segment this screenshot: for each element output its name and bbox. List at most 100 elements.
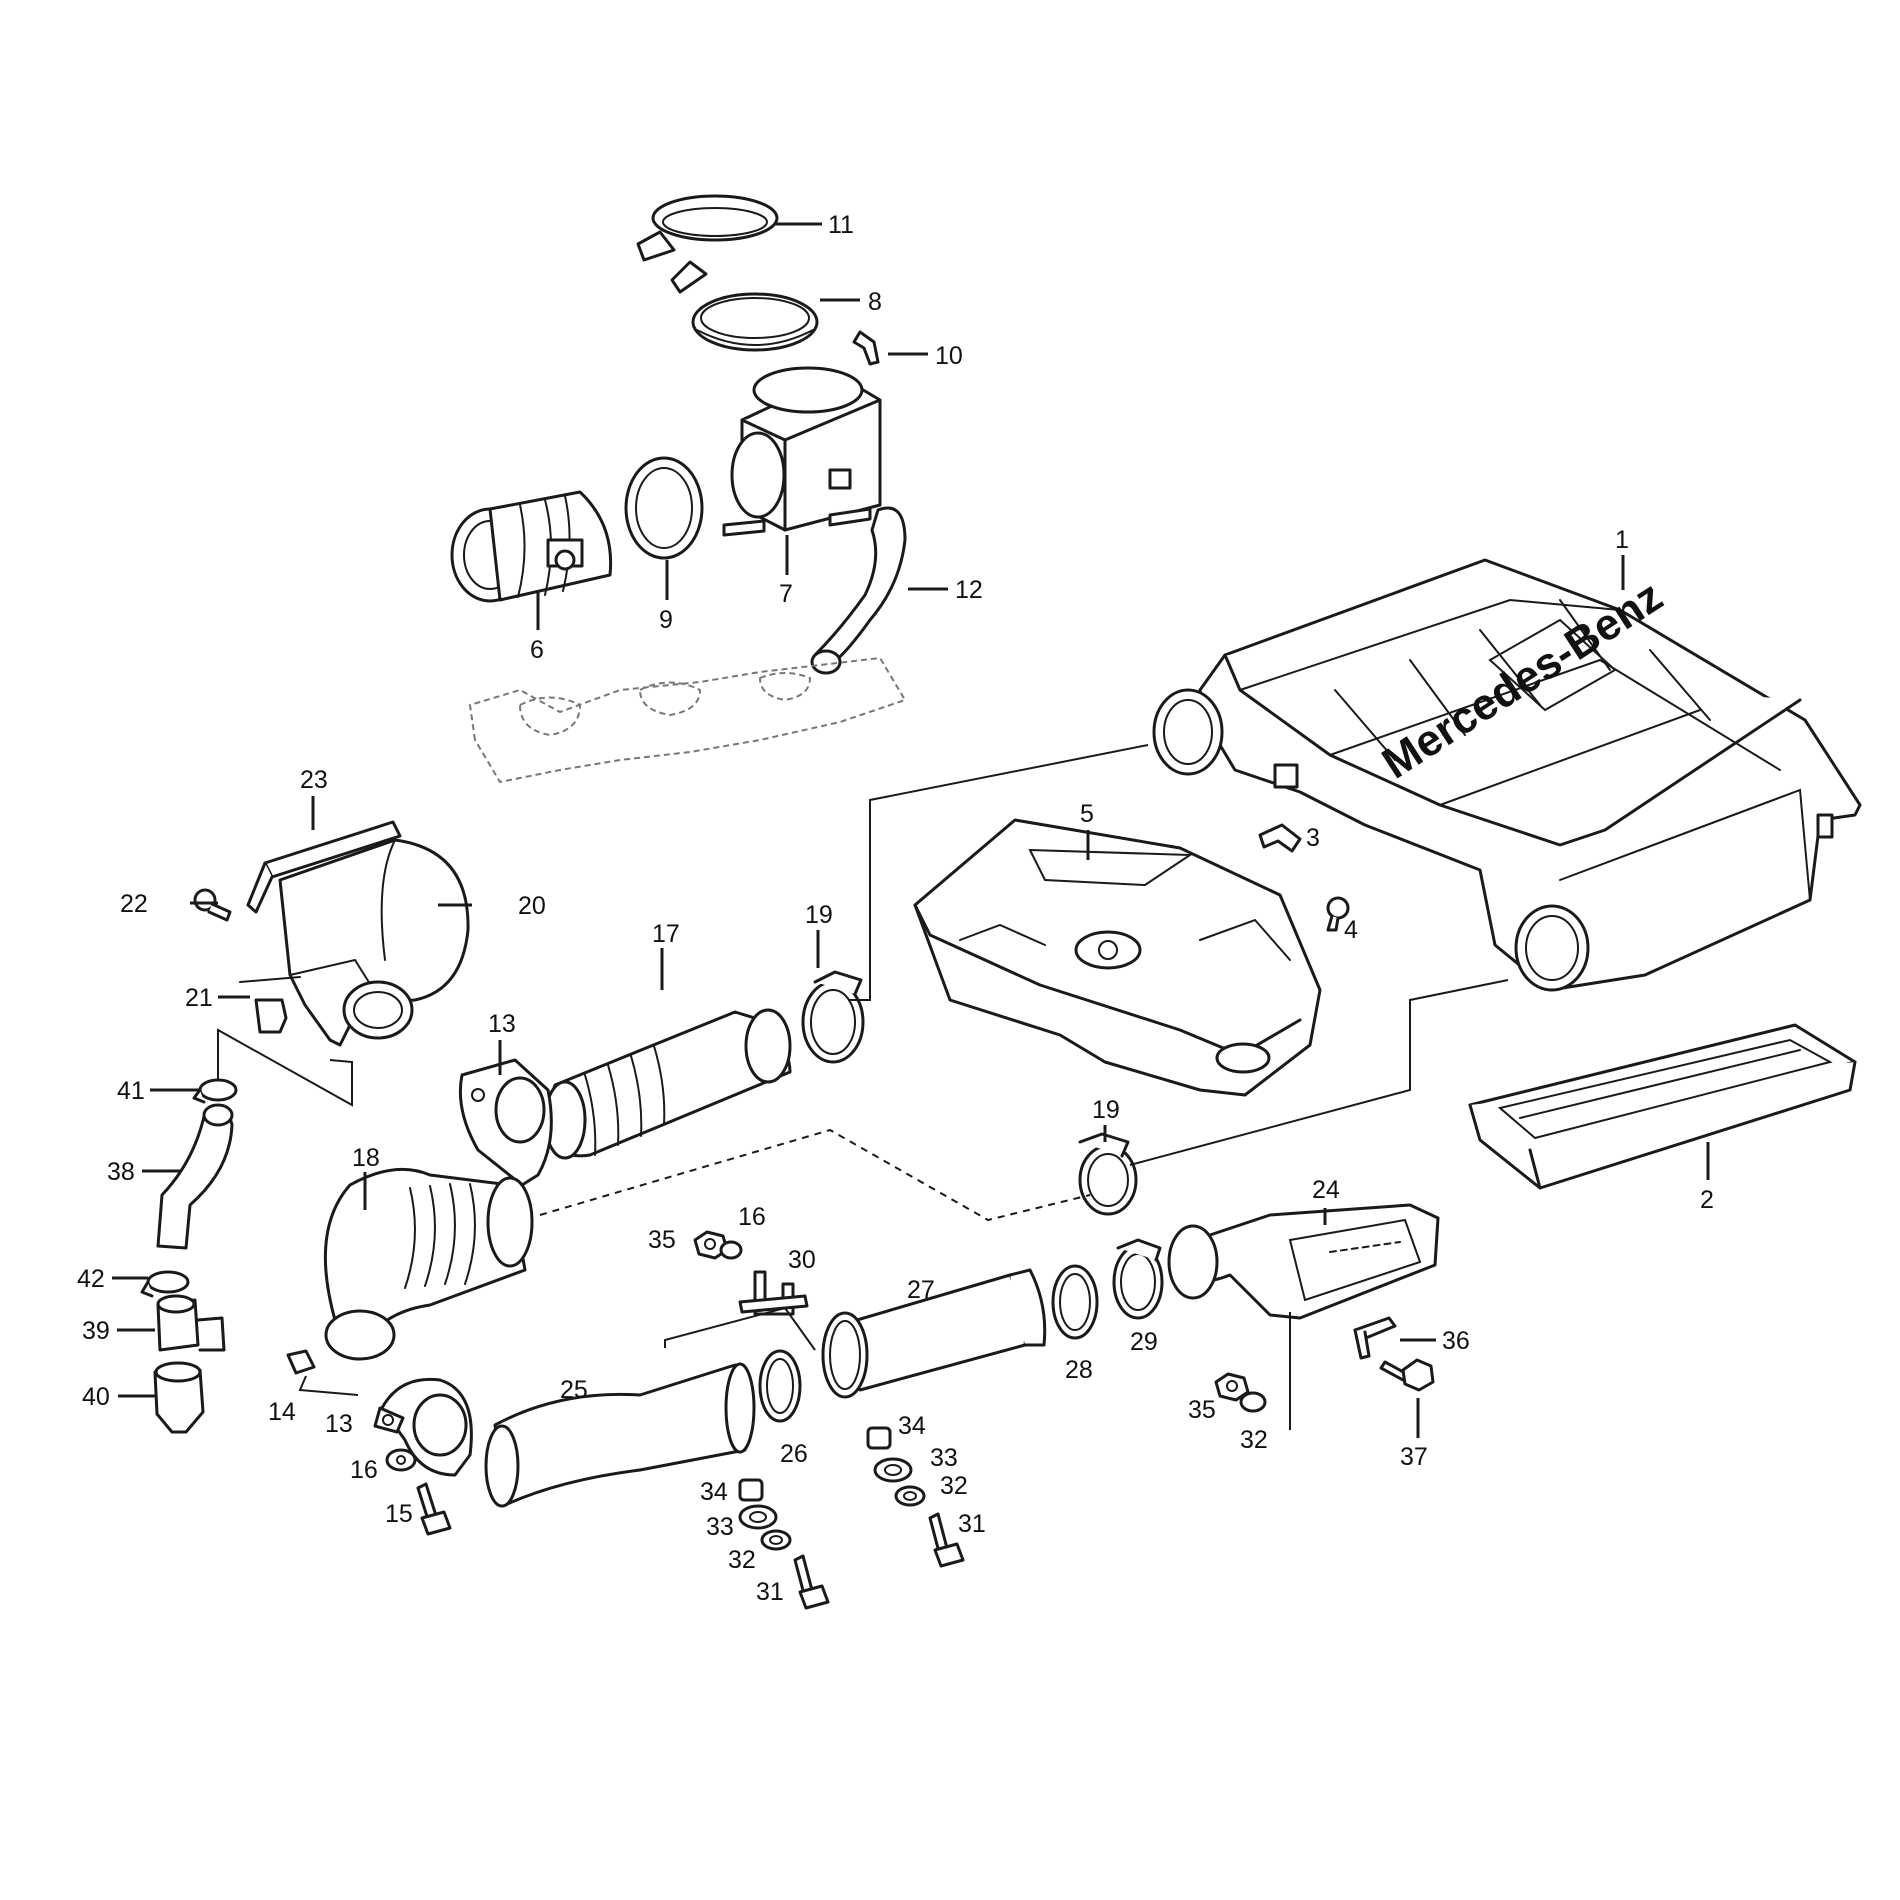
callout-33-left: 33: [706, 1513, 734, 1541]
screw-part-4: [1326, 896, 1350, 932]
air-filter-housing-part-1: Mercedes-Benz: [1152, 558, 1862, 992]
washer-part-16-lower: [385, 1448, 417, 1472]
washer-part-33-left: [738, 1504, 778, 1530]
engine-outline-ghost: [468, 656, 907, 784]
air-housing-part-7: [722, 366, 882, 537]
clamp-part-42: [140, 1270, 190, 1298]
callout-15: 15: [385, 1500, 413, 1528]
callout-19-lower: 19: [1092, 1096, 1120, 1124]
valve-part-40: [153, 1361, 205, 1434]
callout-23: 23: [300, 766, 328, 794]
callout-26: 26: [780, 1440, 808, 1468]
callout-40: 40: [82, 1383, 110, 1411]
duct-part-27: [821, 1268, 1047, 1399]
callout-9: 9: [659, 606, 673, 634]
callout-3: 3: [1306, 824, 1320, 852]
bolt-part-31-left: [793, 1554, 830, 1610]
filter-cover-part-5: [913, 818, 1322, 1097]
bushing-part-34-left: [738, 1478, 764, 1502]
filter-element-part-2: [1468, 1023, 1857, 1190]
callout-25: 25: [560, 1376, 588, 1404]
callout-41: 41: [117, 1077, 145, 1105]
clip-part-14: [286, 1349, 316, 1375]
clamp-ring-part-8: [691, 292, 819, 352]
clip-part-3: [1258, 823, 1302, 853]
leader-lines: [112, 222, 1710, 1438]
callout-38: 38: [107, 1158, 135, 1186]
nut-part-35-lower: [1214, 1372, 1250, 1402]
callout-5: 5: [1080, 800, 1094, 828]
callout-27: 27: [907, 1276, 935, 1304]
callout-34-left: 34: [700, 1478, 728, 1506]
washer-part-33-right: [873, 1457, 913, 1483]
bolt-part-37: [1379, 1358, 1435, 1392]
callout-22: 22: [120, 890, 148, 918]
callout-6: 6: [530, 636, 544, 664]
callout-13-lower: 13: [325, 1410, 353, 1438]
mounting-flange-part-13-upper: [458, 1058, 553, 1187]
callout-28: 28: [1065, 1356, 1093, 1384]
callout-13-upper: 13: [488, 1010, 516, 1038]
bracket-part-39: [156, 1294, 226, 1352]
association-lines: [217, 744, 1509, 1430]
mounting-flange-part-13-lower: [373, 1377, 473, 1477]
callout-37: 37: [1400, 1443, 1428, 1471]
callout-29: 29: [1130, 1328, 1158, 1356]
callout-14: 14: [268, 1398, 296, 1426]
callout-20: 20: [518, 892, 546, 920]
callout-1: 1: [1615, 526, 1629, 554]
elbow-duct-part-18: [323, 1167, 534, 1361]
callout-4: 4: [1344, 916, 1358, 944]
callout-32-left: 32: [728, 1546, 756, 1574]
callout-30: 30: [788, 1246, 816, 1274]
callout-31-left: 31: [756, 1578, 784, 1606]
callout-2: 2: [1700, 1186, 1714, 1214]
callout-8: 8: [868, 288, 882, 316]
clamp-part-19-lower: [1078, 1132, 1138, 1216]
callout-21: 21: [185, 984, 213, 1012]
washer-part-32-lower-right: [1239, 1391, 1267, 1413]
clamp-ring-part-9: [624, 456, 704, 560]
clip-part-21: [239, 976, 301, 1034]
bracket-part-36: [1353, 1316, 1397, 1360]
callout-32-right: 32: [940, 1472, 968, 1500]
callout-31-right: 31: [958, 1510, 986, 1538]
washer-part-16-upper: [719, 1240, 743, 1260]
callout-36: 36: [1442, 1327, 1470, 1355]
callout-16-upper: 16: [738, 1203, 766, 1231]
callout-35-upper: 35: [648, 1226, 676, 1254]
clip-part-10: [852, 330, 880, 366]
callout-labels: 11 8 10 6 9 7 12 1 5 3 4 23 22 20 21 17 …: [77, 211, 1714, 1606]
duct-part-25: [484, 1362, 756, 1508]
hose-part-38: [156, 1103, 234, 1250]
hose-part-12: [810, 506, 907, 675]
intake-duct-part-20: [278, 838, 470, 1047]
callout-35-lower: 35: [1188, 1396, 1216, 1424]
callout-16-lower: 16: [350, 1456, 378, 1484]
bolt-part-15: [416, 1482, 452, 1536]
callout-17: 17: [652, 920, 680, 948]
callout-7: 7: [779, 580, 793, 608]
seal-ring-part-26: [758, 1349, 802, 1423]
nut-part-35-upper: [693, 1230, 729, 1260]
gasket-part-23: [246, 820, 402, 914]
callout-42: 42: [77, 1265, 105, 1293]
callout-32-lower: 32: [1240, 1426, 1268, 1454]
callout-19-upper: 19: [805, 901, 833, 929]
screw-part-22: [193, 888, 232, 922]
callout-12: 12: [955, 576, 983, 604]
bellows-duct-part-17: [543, 1008, 792, 1160]
seal-ring-part-28: [1051, 1264, 1099, 1340]
callout-11: 11: [828, 211, 854, 239]
callout-18: 18: [352, 1144, 380, 1172]
callout-10: 10: [935, 342, 963, 370]
callout-39: 39: [82, 1317, 110, 1345]
clamp-part-41: [192, 1078, 238, 1104]
clamp-part-29: [1112, 1238, 1164, 1320]
clamp-part-19-upper: [801, 970, 865, 1064]
bushing-part-34-right: [866, 1426, 892, 1450]
clamp-part-11: [636, 194, 779, 294]
intake-scoop-part-24: [1167, 1203, 1440, 1320]
callout-34-right: 34: [898, 1412, 926, 1440]
